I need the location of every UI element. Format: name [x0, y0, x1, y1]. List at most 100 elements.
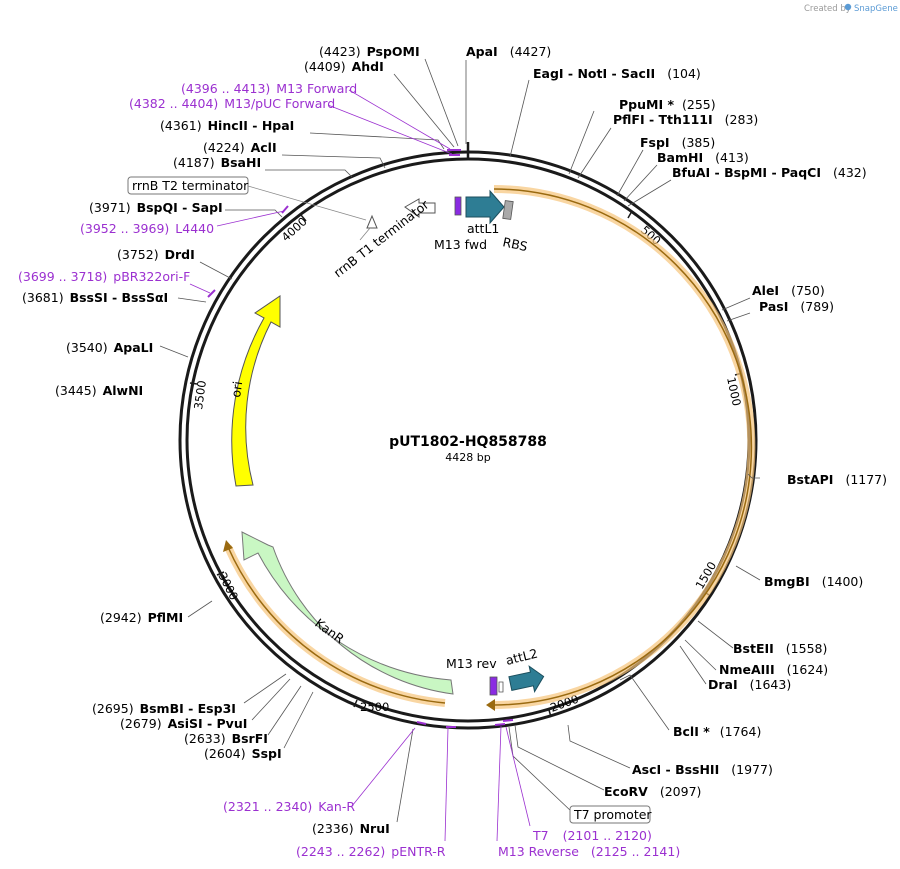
bsmbi-leader	[243, 673, 287, 704]
tick-label-3500: 3500	[191, 379, 209, 410]
ppumi-leader	[568, 110, 595, 175]
site-pasi-pos: (789)	[800, 299, 834, 314]
primer-m13-reverse-name: M13 Reverse	[498, 844, 579, 859]
ori-label: ori	[228, 380, 245, 398]
ecorv-leader	[514, 724, 605, 791]
rrnb-t2-label: rrnB T2 terminator	[132, 178, 249, 193]
pentr-r-leader	[444, 727, 449, 842]
m13-reverse-leader	[496, 725, 502, 842]
m13-fwd-label: M13 fwd	[434, 237, 487, 252]
site-acli-pos: (4224)	[203, 140, 245, 155]
site-ecorv: EcoRV(2097)	[604, 784, 701, 799]
primer-pentr-r: (2243 .. 2262)pENTR-R	[296, 844, 446, 859]
site-drdi-pos: (3752)	[117, 247, 159, 262]
orf-arc-right-arrowhead	[486, 699, 495, 711]
site-pflfi: PflFI - Tth111I(283)	[613, 112, 758, 127]
asci-leader	[567, 724, 631, 769]
m13-fwd-feature	[454, 196, 462, 216]
site-alwni-pos: (3445)	[55, 383, 97, 398]
site-eagi: EagI - NotI - SacII (104)	[533, 66, 701, 81]
site-bsteii: BstEII(1558)	[733, 641, 827, 656]
site-apai-name: ApaI	[466, 44, 498, 59]
site-bsrfi: (2633)BsrFI	[184, 731, 268, 746]
fspi-leader	[616, 149, 644, 197]
tick-3000-mark	[216, 571, 225, 576]
site-alwni-name: AlwNI	[103, 383, 144, 398]
m13-rev-feature	[489, 676, 498, 696]
tick-500-mark	[627, 210, 633, 219]
bcli-leader	[619, 674, 670, 731]
site-sspi: (2604)SspI	[204, 746, 282, 761]
tick-4000-mark	[300, 214, 307, 222]
credit-brand: SnapGene	[854, 4, 898, 14]
tick-label-2500: 2500	[360, 700, 389, 714]
site-ppumi: PpuMI *(255)	[619, 97, 716, 112]
site-eagi-name: EagI - NotI - SacII	[533, 66, 655, 81]
primer-l4440: (3952 .. 3969) L4440	[80, 221, 214, 236]
drdi-leader	[199, 261, 233, 280]
site-bstapi-name: BstAPI	[787, 472, 833, 487]
site-eagi-pos: (104)	[667, 66, 701, 81]
rrnb-t2-leader	[247, 185, 367, 221]
site-fspi-pos: (385)	[682, 135, 716, 150]
site-ecorv-pos: (2097)	[660, 784, 702, 799]
site-alwni: (3445) AlwNI	[55, 383, 143, 398]
snapgene-logo-icon	[844, 3, 852, 11]
tick-label-1000: 1000	[724, 376, 744, 408]
site-acli-name: AclI	[251, 140, 277, 155]
alei-leader	[721, 297, 751, 311]
site-nmeaiii-name: NmeAIII	[719, 662, 775, 677]
primer-m13-puc-name: M13/pUC Forward	[224, 96, 335, 111]
sspi-leader	[283, 691, 314, 749]
site-pflfi-name: PflFI - Tth111I	[613, 112, 713, 127]
site-pflmi: (2942)PflMI	[100, 610, 183, 625]
pspomi-leader	[424, 58, 459, 147]
site-bcli-pos: (1764)	[720, 724, 762, 739]
pbr322-mark	[207, 289, 216, 298]
site-bcli: BclI *(1764)	[673, 724, 761, 739]
site-bsahi-name: BsaHI	[221, 155, 262, 170]
site-ahdi-name: AhdI	[352, 59, 384, 74]
site-bsssi: (3681)BssSI - BssSαI	[22, 290, 168, 305]
plasmid-name: pUT1802-HQ858788	[389, 434, 547, 450]
bsssi-leader	[177, 297, 207, 303]
rrnb-t1-label: rrnB T1 terminator	[331, 196, 433, 280]
tick-2000-mark	[548, 709, 552, 718]
l4440-leader	[216, 210, 285, 227]
site-bamhi: BamHI(413)	[657, 150, 749, 165]
site-nrui-pos: (2336)	[312, 821, 354, 836]
site-bsahi-pos: (4187)	[173, 155, 215, 170]
primer-t7: T7(2101 .. 2120)	[532, 828, 652, 843]
primer-l4440-range: (3952 .. 3969)	[80, 221, 169, 236]
m13-rev-label: M13 rev	[446, 656, 497, 671]
kanr-feature	[241, 531, 454, 695]
site-alei-pos: (750)	[791, 283, 825, 298]
pbr322-leader	[189, 283, 211, 294]
site-nmeaiii: NmeAIII(1624)	[719, 662, 828, 677]
orf-arc-right-line	[492, 188, 753, 706]
acli-leader	[281, 154, 386, 169]
site-bsssi-name: BssSI - BssSαI	[70, 290, 169, 305]
site-alei-name: AleI	[752, 283, 779, 298]
ahdi-leader	[393, 73, 455, 148]
site-labels: (4423)PspOMI ApaI(4427) (4409)AhdI EagI …	[22, 44, 887, 836]
site-fspi-name: FspI	[640, 135, 670, 150]
site-bspqi: (3971)BspQI - SapI	[89, 200, 223, 215]
primer-l4440-name: L4440	[175, 221, 214, 236]
primer-pbr322: (3699 .. 3718)pBR322ori-F	[18, 269, 190, 284]
site-nrui-name: NruI	[360, 821, 390, 836]
attl2-feature	[508, 665, 545, 694]
tick-2500-mark	[353, 699, 358, 708]
primer-labels: (4396 .. 4413)M13 Forward (4382 .. 4404)…	[18, 81, 680, 859]
krui-leader	[396, 728, 414, 823]
site-apali-pos: (3540)	[66, 340, 108, 355]
primer-leaders	[189, 89, 531, 842]
ori-feature	[231, 295, 281, 487]
site-bsteii-pos: (1558)	[786, 641, 828, 656]
site-pspomi: (4423)PspOMI	[319, 44, 420, 59]
bspqi-leader	[225, 209, 283, 218]
site-ahdi: (4409)AhdI	[304, 59, 384, 74]
bfuai-leader	[627, 179, 672, 207]
rrnb-t2-feature	[366, 214, 378, 229]
